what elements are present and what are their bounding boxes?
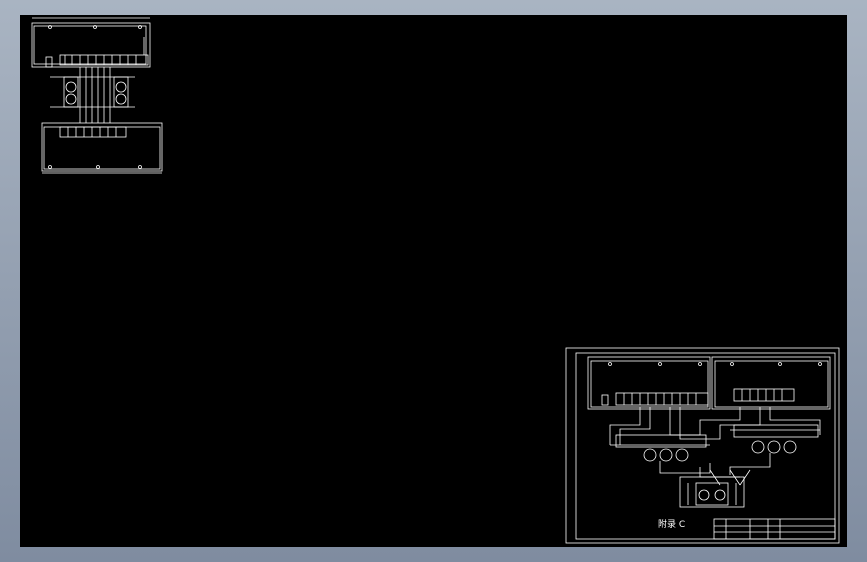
small-lower-cabinet (41, 122, 163, 174)
sheet-wiring (609, 407, 821, 486)
small-upper-cabinet (31, 17, 151, 68)
sheet-border (565, 347, 840, 544)
drawing-linework (31, 17, 840, 544)
sheet-lower-box (679, 476, 745, 508)
small-wiring (50, 67, 135, 123)
title-block (713, 518, 836, 540)
sheet-right-cabinet (711, 356, 831, 410)
annex-label: 附录 C (658, 520, 686, 530)
sheet-left-cabinet (587, 356, 711, 410)
cad-drawing-canvas[interactable]: 附录 C (20, 15, 847, 547)
